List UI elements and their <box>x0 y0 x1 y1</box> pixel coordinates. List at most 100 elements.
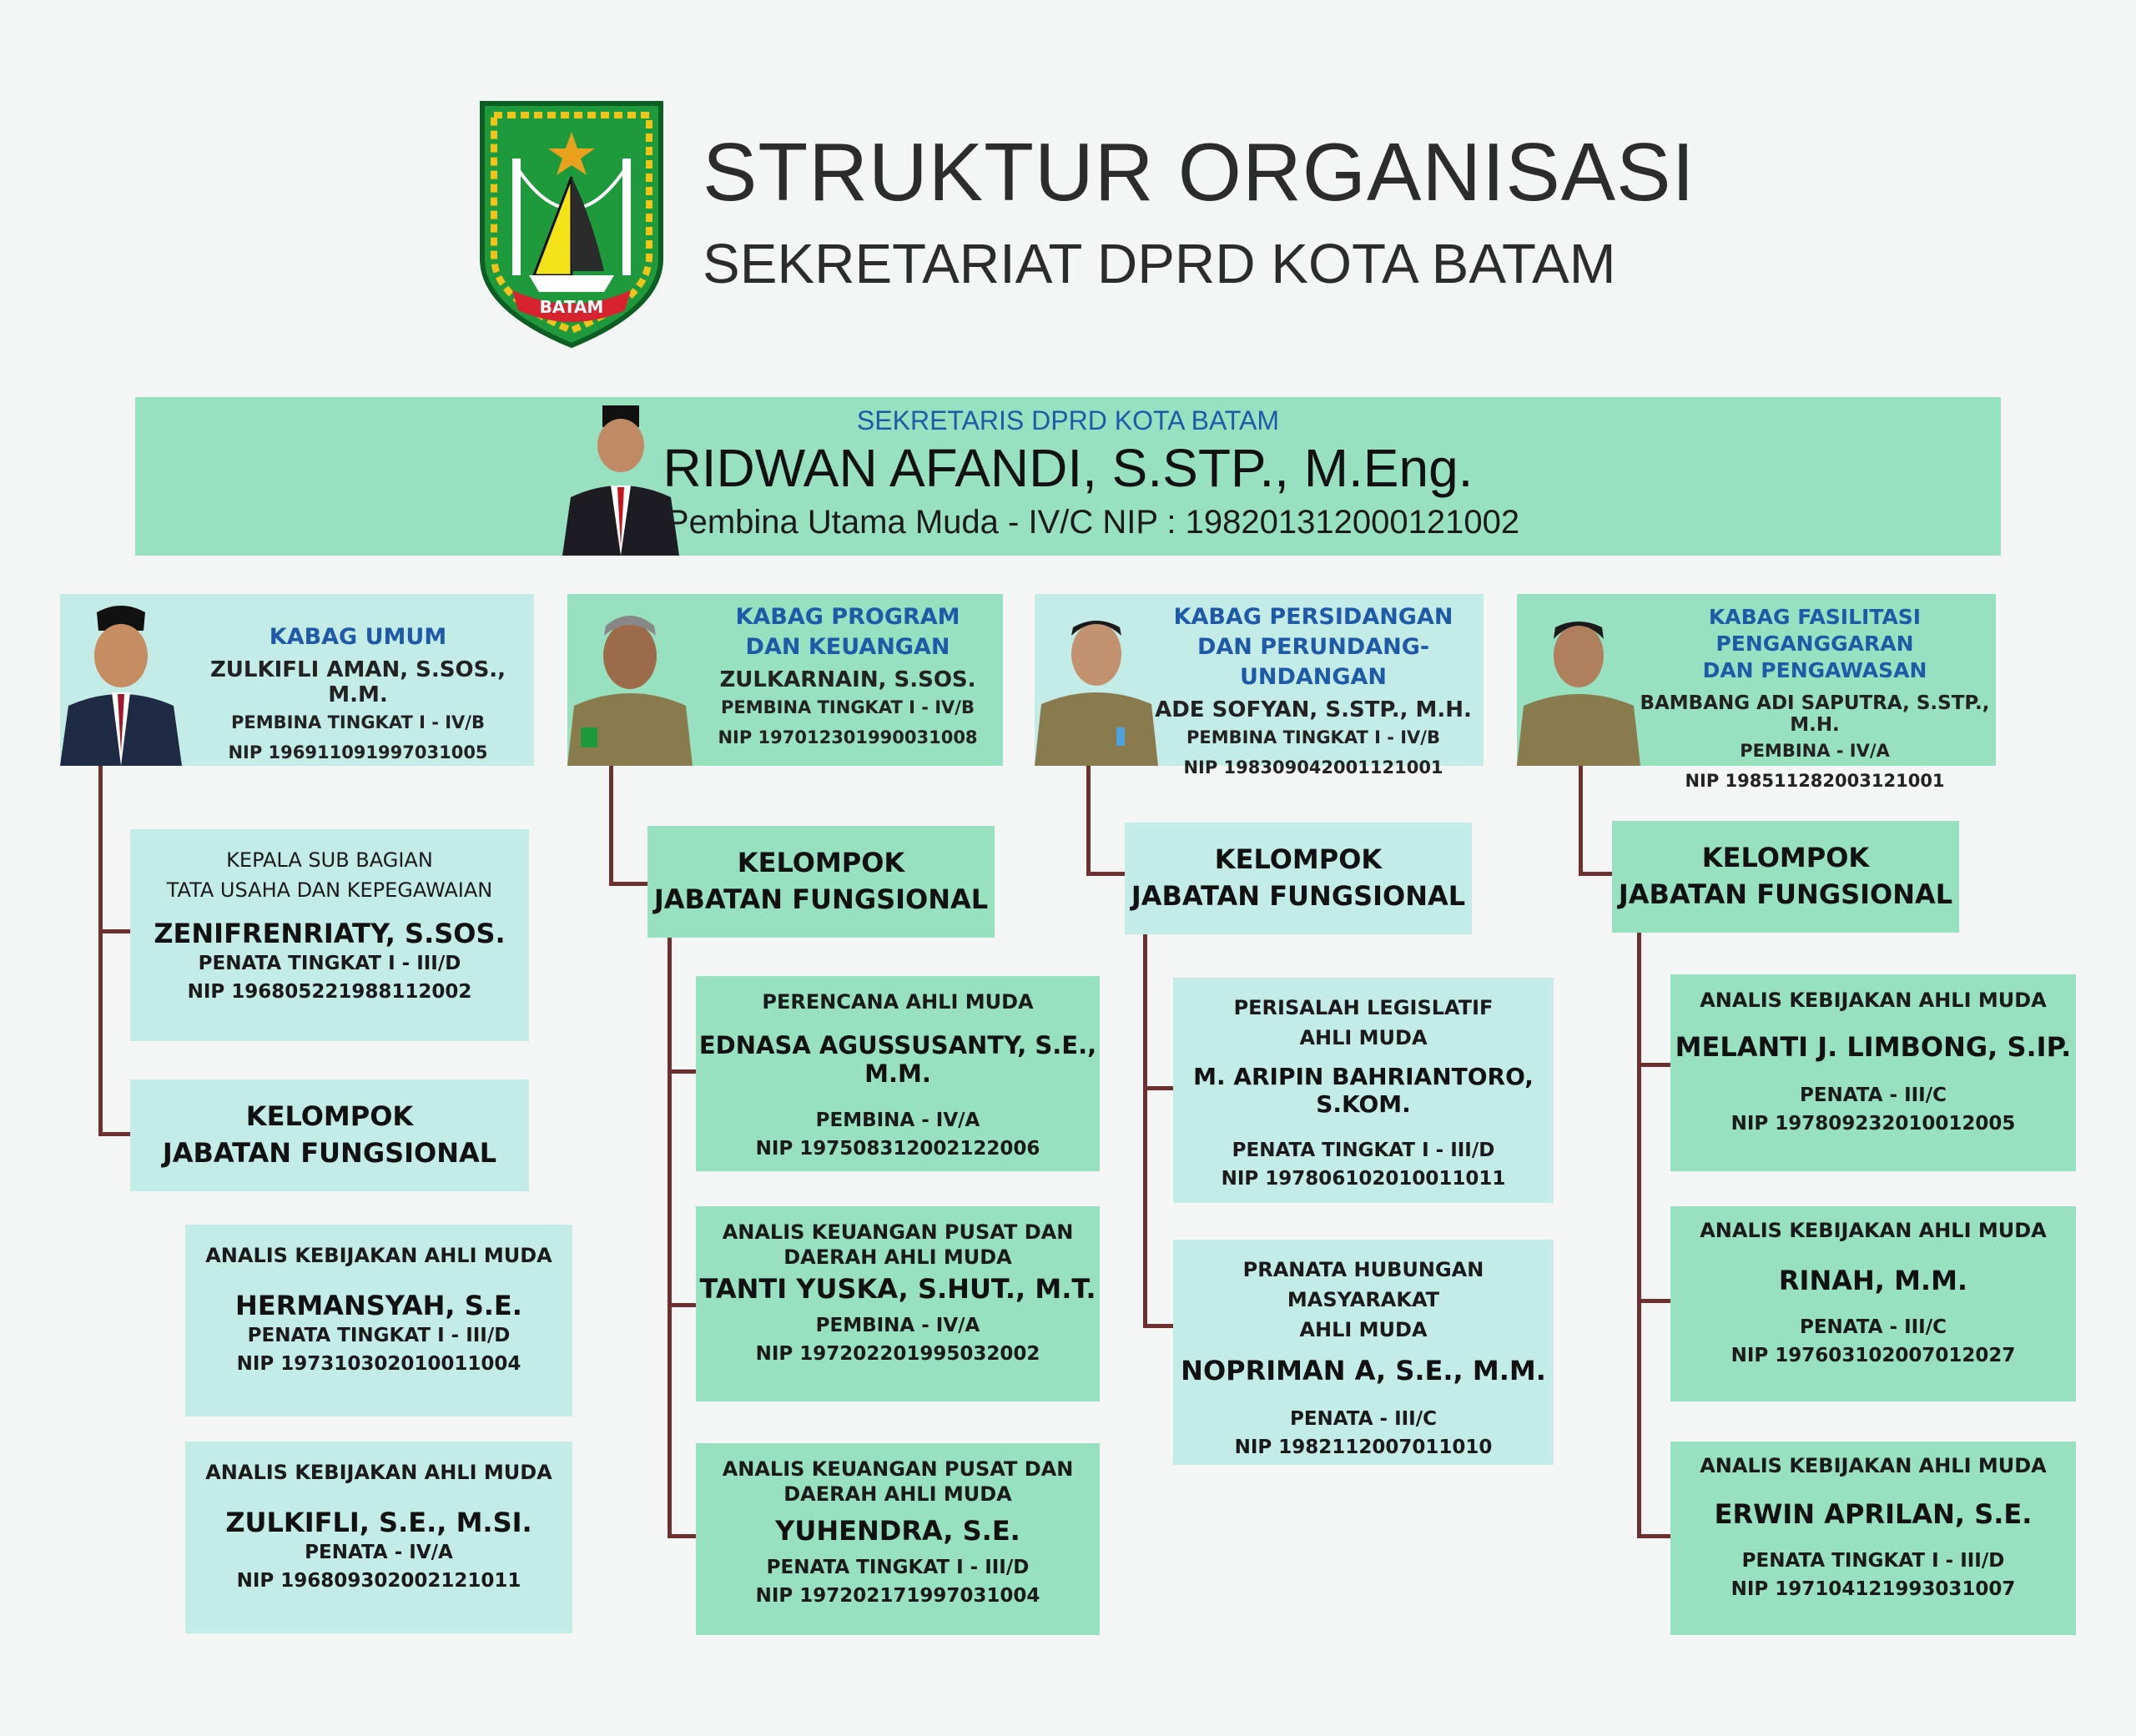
connector-line <box>1143 1086 1175 1090</box>
kabag-program-title1: KABAG PROGRAM <box>735 604 960 630</box>
sekretaris-name: RIDWAN AFANDI, S.STP., M.Eng. <box>662 438 1474 498</box>
staff-name: NOPRIMAN A, S.E., M.M. <box>1181 1355 1546 1386</box>
kabag-persidangan-title2: DAN PERUNDANG-UNDANGAN <box>1196 634 1430 690</box>
kabag-fasilitasi-box: KABAG FASILITASI PENGANGGARAN DAN PENGAW… <box>1517 594 1996 791</box>
staff-box: ANALIS KEBIJAKAN AHLI MUDA RINAH, M.M. P… <box>1670 1206 2076 1401</box>
group-label-line2: JABATAN FUNGSIONAL <box>162 1137 497 1169</box>
staff-name: MELANTI J. LIMBONG, S.IP. <box>1675 1031 2072 1063</box>
staff-name: M. ARIPIN BAHRIANTORO, S.KOM. <box>1193 1063 1534 1118</box>
staff-box: PERISALAH LEGISLATIF AHLI MUDA M. ARIPIN… <box>1173 978 1554 1203</box>
kasubag-role2: TATA USAHA DAN KEPEGAWAIAN <box>166 878 493 902</box>
staff-name: ERWIN APRILAN, S.E. <box>1714 1498 2033 1530</box>
staff-nip: NIP 197806102010011011 <box>1221 1168 1506 1190</box>
connector-line <box>1637 1534 1670 1538</box>
staff-rank: PENATA - III/C <box>1289 1408 1438 1430</box>
kabag-fasilitasi-nip: NIP 198511282003121001 <box>1685 771 1945 791</box>
batam-emblem-logo: BATAM <box>480 101 663 349</box>
connector-line <box>1143 933 1147 1328</box>
kabag-program-title2: DAN KEUANGAN <box>745 634 950 660</box>
group-label-line2: JABATAN FUNGSIONAL <box>1618 878 1953 910</box>
sekretaris-role: SEKRETARIS DPRD KOTA BATAM <box>856 405 1280 435</box>
kabag-umum-name: ZULKIFLI AMAN, S.SOS., M.M. <box>209 657 506 707</box>
connector-line <box>609 882 647 886</box>
page-title: STRUKTUR ORGANISASI <box>703 126 1695 218</box>
kasubag-nip: NIP 196805221988112002 <box>187 981 472 1003</box>
group-label-line1: KELOMPOK <box>245 1100 414 1132</box>
staff-role: DAERAH AHLI MUDA <box>783 1245 1012 1269</box>
kabag-persidangan-title1: KABAG PERSIDANGAN <box>1173 604 1453 630</box>
kabag-program-nip: NIP 197012301990031008 <box>718 727 978 747</box>
group-label-line1: KELOMPOK <box>737 847 905 878</box>
connector-line <box>98 929 130 933</box>
kasubag-role1: KEPALA SUB BAGIAN <box>226 848 433 872</box>
kabag-persidangan-rank: PEMBINA TINGKAT I - IV/B <box>1186 727 1440 747</box>
kabag-umum-box: KABAG UMUM ZULKIFLI AMAN, S.SOS., M.M. P… <box>60 594 534 766</box>
kabag-persidangan-photo <box>1035 621 1158 766</box>
staff-name: EDNASA AGUSSUSANTY, S.E., M.M. <box>698 1031 1097 1088</box>
staff-role: ANALIS KEBIJAKAN AHLI MUDA <box>205 1244 552 1267</box>
group-label-line2: JABATAN FUNGSIONAL <box>1131 880 1466 912</box>
group-box-col2: KELOMPOK JABATAN FUNGSIONAL <box>647 826 995 938</box>
staff-nip: NIP 196809302002121011 <box>236 1570 521 1592</box>
staff-box: ANALIS KEUANGAN PUSAT DAN DAERAH AHLI MU… <box>696 1443 1100 1635</box>
staff-role: ANALIS KEBIJAKAN AHLI MUDA <box>1700 1219 2047 1242</box>
connector-line <box>1143 1324 1175 1328</box>
kabag-umum-nip: NIP 196911091997031005 <box>228 742 488 762</box>
staff-role: PERISALAH LEGISLATIF <box>1233 996 1494 1019</box>
staff-role: AHLI MUDA <box>1299 1318 1428 1341</box>
connector-line <box>1086 766 1091 876</box>
staff-role: ANALIS KEBIJAKAN AHLI MUDA <box>205 1461 552 1484</box>
kasubag-box: KEPALA SUB BAGIAN TATA USAHA DAN KEPEGAW… <box>130 829 529 1041</box>
staff-nip: NIP 197508312002122006 <box>755 1138 1040 1160</box>
logo-text: BATAM <box>540 297 604 317</box>
kasubag-name: ZENIFRENRIATY, S.SOS. <box>154 918 506 949</box>
staff-name: ZULKIFLI, S.E., M.SI. <box>225 1507 532 1538</box>
connector-line <box>1086 872 1125 876</box>
kabag-fasilitasi-title1: KABAG FASILITASI PENGANGGARAN <box>1708 605 1922 656</box>
staff-nip: NIP 1982112007011010 <box>1234 1437 1493 1458</box>
connector-line <box>668 1534 698 1538</box>
connector-line <box>1579 872 1614 876</box>
staff-rank: PENATA TINGKAT I - III/D <box>247 1325 511 1346</box>
staff-role: ANALIS KEUANGAN PUSAT DAN <box>722 1220 1074 1244</box>
staff-rank: PEMBINA - IV/A <box>815 1110 980 1131</box>
connector-line <box>1637 931 1641 1538</box>
connector-line <box>98 1132 130 1136</box>
staff-role: AHLI MUDA <box>1299 1026 1428 1049</box>
staff-nip: NIP 197310302010011004 <box>236 1353 521 1375</box>
kabag-program-box: KABAG PROGRAM DAN KEUANGAN ZULKARNAIN, S… <box>567 594 1003 766</box>
staff-box: ANALIS KEUANGAN PUSAT DAN DAERAH AHLI MU… <box>696 1206 1100 1401</box>
staff-name: YUHENDRA, S.E. <box>775 1515 1020 1547</box>
kabag-umum-photo <box>60 606 182 766</box>
staff-rank: PENATA TINGKAT I - III/D <box>1741 1550 2005 1572</box>
group-box-col4: KELOMPOK JABATAN FUNGSIONAL <box>1612 821 1959 933</box>
kabag-persidangan-box: KABAG PERSIDANGAN DAN PERUNDANG-UNDANGAN… <box>1035 594 1484 777</box>
kabag-fasilitasi-rank: PEMBINA - IV/A <box>1740 741 1890 761</box>
group-label-line2: JABATAN FUNGSIONAL <box>653 883 989 915</box>
staff-name: HERMANSYAH, S.E. <box>235 1290 522 1321</box>
staff-box: ANALIS KEBIJAKAN AHLI MUDA HERMANSYAH, S… <box>185 1225 572 1416</box>
group-label-line1: KELOMPOK <box>1214 843 1383 875</box>
group-box-col1: KELOMPOK JABATAN FUNGSIONAL <box>130 1079 529 1191</box>
staff-box: PRANATA HUBUNGAN MASYARAKAT AHLI MUDA NO… <box>1173 1240 1554 1465</box>
staff-rank: PENATA TINGKAT I - III/D <box>1232 1140 1495 1161</box>
page-subtitle: SEKRETARIAT DPRD KOTA BATAM <box>703 233 1616 295</box>
staff-role: ANALIS KEUANGAN PUSAT DAN <box>722 1457 1074 1481</box>
staff-nip: NIP 197809232010012005 <box>1730 1113 2016 1135</box>
kabag-persidangan-nip: NIP 198309042001121001 <box>1183 757 1443 777</box>
staff-role: ANALIS KEBIJAKAN AHLI MUDA <box>1700 989 2047 1012</box>
staff-rank: PENATA - III/C <box>1799 1316 1947 1338</box>
staff-nip: NIP 197104121993031007 <box>1730 1578 2016 1600</box>
kabag-program-photo <box>567 616 693 766</box>
connector-line <box>609 766 613 886</box>
staff-role: PRANATA HUBUNGAN MASYARAKAT <box>1242 1258 1484 1311</box>
connector-line <box>1579 766 1583 876</box>
staff-nip: NIP 197202201995032002 <box>755 1343 1040 1365</box>
sekretaris-info: Pembina Utama Muda - IV/C NIP : 19820131… <box>666 504 1520 541</box>
staff-nip: NIP 197603102007012027 <box>1730 1345 2016 1366</box>
sekretaris-box: SEKRETARIS DPRD KOTA BATAM RIDWAN AFANDI… <box>135 397 2001 556</box>
kabag-fasilitasi-name: BAMBANG ADI SAPUTRA, S.STP., M.H. <box>1640 692 1990 736</box>
staff-box: ANALIS KEBIJAKAN AHLI MUDA ZULKIFLI, S.E… <box>185 1442 572 1633</box>
connector-line <box>668 1303 698 1307</box>
staff-name: TANTI YUSKA, S.HUT., M.T. <box>699 1273 1096 1305</box>
